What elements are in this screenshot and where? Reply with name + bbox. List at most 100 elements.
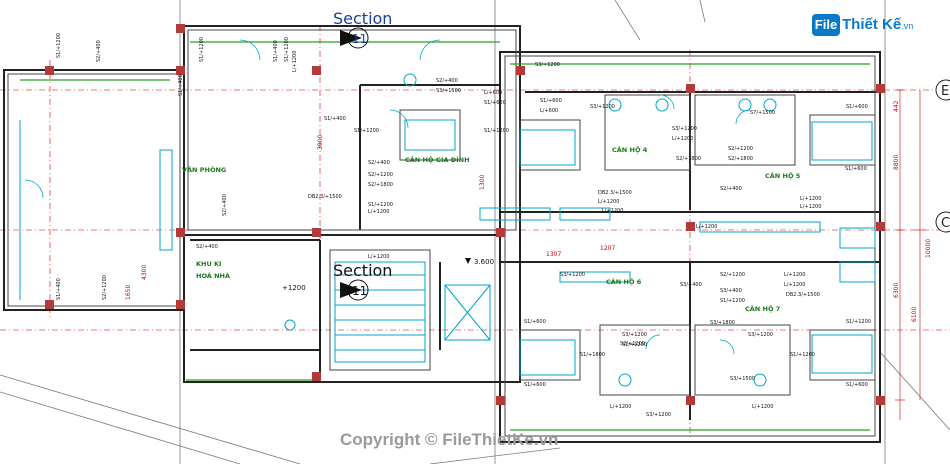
room-can-ho-6: CĂN HỘ 6 <box>606 277 642 286</box>
tag: S1/+1200 <box>846 319 871 325</box>
tag: L/+1200 <box>598 199 619 205</box>
tag: S1/+1200 <box>368 202 393 208</box>
tag: L/+600 <box>484 90 502 96</box>
tag: S1/+1800 <box>580 352 605 358</box>
dim-text: 6100 <box>911 307 918 322</box>
tag: L/+1200 <box>800 204 821 210</box>
tag: S3/+1800 <box>710 320 735 326</box>
tag: S3/+400 <box>680 282 702 288</box>
tag: DB2.3/+1500 <box>786 292 820 298</box>
grid-label-e: E <box>941 84 949 99</box>
tag: L/+1200 <box>784 282 805 288</box>
dim-text: 4300 <box>141 265 148 280</box>
tag: S3/+1200 <box>590 104 615 110</box>
tag: L/+1200 <box>292 51 298 72</box>
tag: S2/+1200 <box>728 146 753 152</box>
dim-text: 3900 <box>317 135 324 150</box>
dim-text: 6300 <box>893 283 900 298</box>
brand-logo[interactable]: File Thiết Kế.vn <box>812 10 942 40</box>
section-number-bottom: 11 <box>352 284 367 298</box>
tag: S1/+400 <box>178 74 184 96</box>
annotation-tags: S1/+1200 S2/+400 S1/+1200 S1/+400 S1/+12… <box>56 33 871 418</box>
dim-text: 8800 <box>893 155 900 170</box>
grid-bubble-c: C <box>935 211 950 233</box>
section-marker-bottom: Section 11 <box>333 261 392 301</box>
room-can-ho-5: CĂN HỘ 5 <box>765 171 801 180</box>
dim-text: 1650 <box>125 285 132 300</box>
tag: S1/+600 <box>846 104 868 110</box>
tag: S1/+400 <box>56 278 62 300</box>
tag: S2/+400 <box>96 40 102 62</box>
logo-name: Thiết Kế.vn <box>842 16 913 33</box>
tag: S7/+1500 <box>750 110 775 116</box>
tag: S3/+400 <box>720 288 742 294</box>
tag: S2/+1200 <box>720 272 745 278</box>
tag: S2/+1200 <box>620 341 645 347</box>
tag: S2/+1800 <box>676 156 701 162</box>
tag: S2/+1800 <box>728 156 753 162</box>
section-title-bottom: Section <box>333 261 392 280</box>
dim-text: 1207 <box>600 245 615 252</box>
dim-text: 1307 <box>546 251 561 258</box>
tag: L/+1200 <box>672 136 693 142</box>
section-number-top: 11 <box>352 32 367 46</box>
tag: S3/+1200 <box>672 126 697 132</box>
section-title-top: Section <box>333 9 392 28</box>
logo-domain: .vn <box>901 21 914 31</box>
tag: L/+1200 <box>784 272 805 278</box>
tag: S3/+1200 <box>646 412 671 418</box>
level-value: 3.600 <box>474 258 494 266</box>
dimension-numbers: 442 8800 10000 6300 6100 1307 1207 1650 … <box>125 100 932 322</box>
room-van-phong: VĂN PHÒNG <box>182 165 226 174</box>
tag: S2/+400 <box>436 78 458 84</box>
dim-text: 1300 <box>479 175 486 190</box>
tag: S1/+600 <box>540 98 562 104</box>
tag: S3/+1200 <box>748 332 773 338</box>
tag: S1/+1200 <box>56 33 62 58</box>
tag: L/+1200 <box>696 224 717 230</box>
dimension-lines <box>895 89 925 420</box>
tag: L/+1200 <box>610 404 631 410</box>
copyright-watermark: Copyright © FileThietKe.vn <box>340 430 559 449</box>
room-khu-ki: KHU KI <box>196 260 221 268</box>
tag: S2/+400 <box>368 160 390 166</box>
tag: S2/+1200 <box>368 172 393 178</box>
room-can-ho-gia-dinh: CĂN HỘ GIA ĐÌNH <box>405 155 470 164</box>
tag: S2/+400 <box>720 186 742 192</box>
tag: L/+1200 <box>368 254 389 260</box>
tag: S1/+400 <box>324 116 346 122</box>
tag: S3/+1200 <box>535 62 560 68</box>
tag: DB2.3/+1500 <box>598 190 632 196</box>
tag: S1/+400 <box>273 40 279 62</box>
tag: L/+1200 <box>602 208 623 214</box>
tag: S3/+1200 <box>560 272 585 278</box>
tag: S1/+1200 <box>199 37 205 62</box>
tag: S1/+600 <box>524 382 546 388</box>
fixtures <box>19 73 876 387</box>
grid-bubble-e: E <box>935 79 950 101</box>
level-marker: 3.600 <box>465 258 494 266</box>
dim-text: 10000 <box>925 239 932 258</box>
doors <box>24 39 751 355</box>
tag: S1/+600 <box>524 319 546 325</box>
tag: S1/+1200 <box>790 352 815 358</box>
tag: S2/+1800 <box>368 182 393 188</box>
tag: L/+600 <box>540 108 558 114</box>
tag: S3/+1500 <box>436 88 461 94</box>
tag: S1/+1200 <box>622 342 647 348</box>
tag: S3/+1200 <box>622 332 647 338</box>
room-can-ho-7: CĂN HỘ 7 <box>745 304 780 313</box>
tag: S1/+600 <box>484 100 506 106</box>
tag: DB2.3/+1500 <box>308 194 342 200</box>
tag: S1/+600 <box>845 166 867 172</box>
plus-1200-label: +1200 <box>282 284 306 292</box>
tag: S2/+400 <box>222 194 228 216</box>
tag: S3/+1500 <box>730 376 755 382</box>
logo-name-text: Thiết Kế <box>842 16 902 33</box>
tag: L/+1200 <box>368 209 389 215</box>
tag: S2/+1200 <box>102 275 108 300</box>
section-marker-top: Section 11 <box>333 9 392 49</box>
tag: S2/+400 <box>196 244 218 250</box>
